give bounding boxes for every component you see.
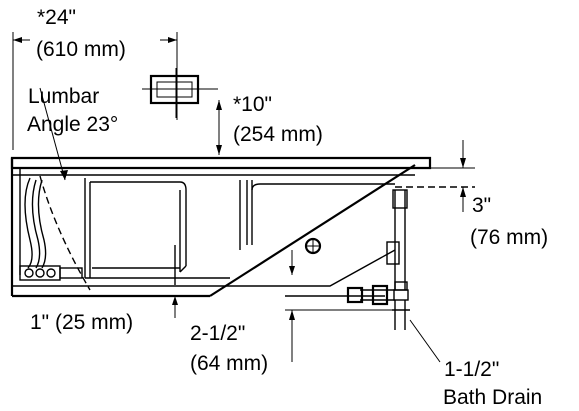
pump-unit bbox=[19, 265, 83, 281]
height-mm-label: (254 mm) bbox=[233, 123, 323, 146]
lumbar-label-2: Angle 23° bbox=[27, 113, 118, 136]
rim-in-label: 3" bbox=[472, 194, 491, 217]
floor-gap-dimension bbox=[172, 296, 178, 318]
water-level-icon bbox=[289, 237, 322, 275]
height-in-label: *10" bbox=[233, 93, 272, 116]
drain-size-label: 1-1/2" bbox=[444, 358, 499, 381]
drain-offset-dimension bbox=[285, 309, 410, 362]
lumbar-label-1: Lumbar bbox=[28, 85, 99, 108]
height-dimension bbox=[216, 100, 222, 155]
width-in-label: *24" bbox=[37, 6, 76, 29]
drain-leader bbox=[409, 319, 441, 363]
drain-fitting-icon bbox=[346, 189, 410, 330]
drain-offset-in-label: 2-1/2" bbox=[190, 322, 245, 345]
rim-dimension bbox=[395, 140, 475, 212]
width-mm-label: (610 mm) bbox=[36, 38, 126, 61]
lumbar-backrest bbox=[24, 87, 91, 291]
drain-offset-mm-label: (64 mm) bbox=[190, 352, 268, 375]
outlet-box-icon bbox=[142, 68, 218, 118]
tub-body bbox=[10, 156, 432, 298]
drain-name-label: Bath Drain bbox=[443, 386, 542, 409]
width-dimension bbox=[12, 32, 178, 150]
rim-mm-label: (76 mm) bbox=[470, 226, 548, 249]
floor-gap-label: 1" (25 mm) bbox=[30, 311, 133, 334]
